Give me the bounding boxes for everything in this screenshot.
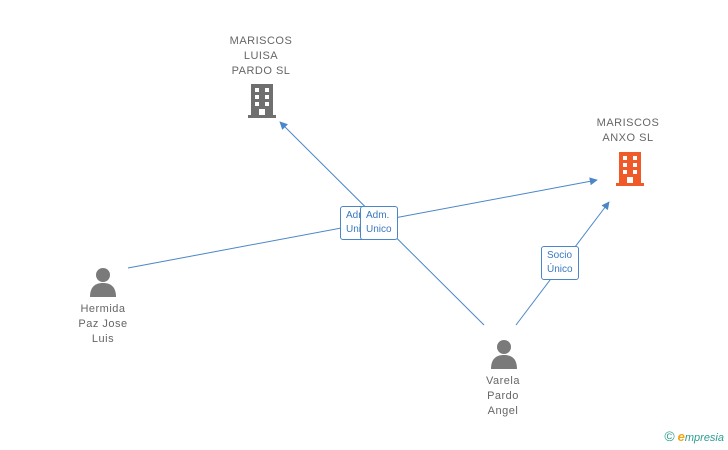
person-name-line: Luis: [91, 333, 115, 345]
person-label-hermida[interactable]: Hermida Paz Jose Luis: [63, 302, 143, 347]
company-name-line: MARISCOS: [596, 117, 660, 129]
edge-label-line: Único: [547, 264, 573, 275]
brand-watermark: © empresia: [664, 428, 724, 444]
edge-label-line: Unico: [346, 224, 372, 235]
person-name-line: Hermida: [80, 303, 126, 315]
company-name-line: ANXO SL: [602, 132, 654, 144]
person-name-line: Paz Jose: [78, 318, 128, 330]
brand-name: mpresia: [684, 431, 724, 444]
brand-initial: e: [677, 428, 685, 444]
edge-label-socio-unico[interactable]: Socio Único: [541, 246, 579, 280]
company-label-anxo[interactable]: MARISCOS ANXO SL: [588, 116, 668, 146]
person-name-line: Angel: [487, 405, 519, 417]
person-icon[interactable]: [490, 339, 518, 369]
company-label-luisa[interactable]: MARISCOS LUISA PARDO SL: [221, 34, 301, 79]
person-label-varela[interactable]: Varela Pardo Angel: [463, 374, 543, 419]
person-name-line: Pardo: [487, 390, 519, 402]
company-name-line: MARISCOS: [229, 35, 293, 47]
copyright-symbol: ©: [664, 428, 675, 444]
company-name-line: LUISA: [243, 50, 279, 62]
edge-label-line: Socio: [547, 250, 573, 261]
edge-label-adm-unico-front[interactable]: Adm. Unico: [360, 206, 398, 240]
edge-label-line: Unico: [366, 224, 392, 235]
building-icon[interactable]: [248, 84, 276, 118]
person-name-line: Varela: [486, 375, 520, 387]
edge-label-line: Adm.: [346, 210, 370, 221]
building-icon[interactable]: [616, 152, 644, 186]
person-icon[interactable]: [89, 267, 117, 297]
company-name-line: PARDO SL: [231, 65, 291, 77]
edge-label-line: Adm.: [366, 210, 390, 221]
